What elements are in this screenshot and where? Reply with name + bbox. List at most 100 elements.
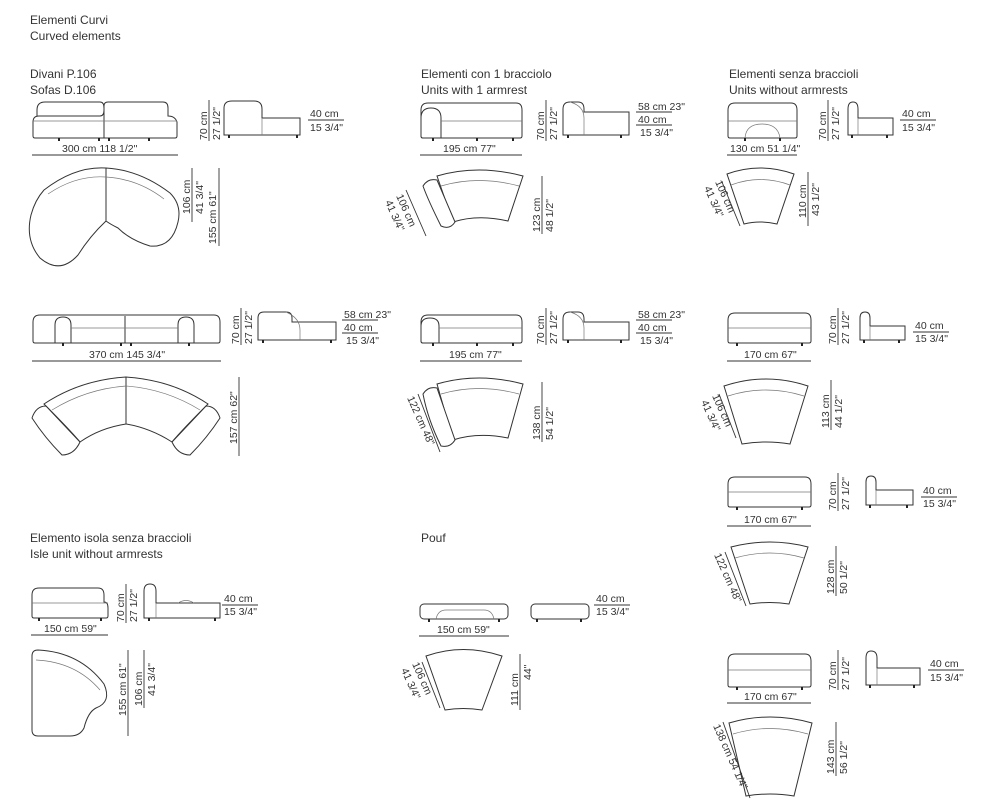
na-130-overall-depth: 110 cm bbox=[797, 184, 809, 218]
isle-seat-depth-in: 15 3/4" bbox=[224, 606, 257, 618]
na-170a-front-view bbox=[727, 312, 812, 346]
no-arm-title-it: Elementi senza braccioli bbox=[729, 67, 858, 81]
arm-195a-seat-depth: 40 cm bbox=[638, 114, 667, 126]
arm-195a-width: 195 cm 77" bbox=[443, 143, 496, 155]
pouf-seat-depth: 40 cm bbox=[596, 593, 625, 605]
sofa-300-seat-depth-in: 15 3/4" bbox=[310, 122, 343, 134]
arm-195b-width: 195 cm 77" bbox=[449, 349, 502, 361]
arm-195a-side-view bbox=[562, 101, 630, 138]
pouf-plan-view bbox=[425, 649, 503, 711]
arm-195b-height: 70 cm bbox=[535, 315, 547, 344]
isle-depth1: 155 cm 61" bbox=[117, 663, 129, 716]
sofa-300-front-view bbox=[32, 101, 178, 141]
arm-195b-side-view bbox=[562, 311, 630, 343]
one-arm-title-it: Elementi con 1 bracciolo bbox=[421, 67, 552, 81]
sheet-title-it: Elementi Curvi bbox=[30, 13, 108, 27]
pouf-title: Pouf bbox=[421, 531, 446, 545]
sofa-300-depth2: 155 cm 61" bbox=[207, 191, 219, 244]
isle-seat-depth: 40 cm bbox=[224, 593, 253, 605]
na-170c-front-view bbox=[727, 653, 812, 690]
sofa-300-height-in: 27 1/2" bbox=[211, 107, 223, 140]
sofa-370-depth: 157 cm 62" bbox=[228, 391, 240, 444]
na-170b-front-view bbox=[727, 476, 812, 510]
arm-195b-height-in: 27 1/2" bbox=[548, 311, 560, 344]
na-170c-overall-depth: 143 cm bbox=[825, 739, 837, 774]
na-130-front-view bbox=[727, 102, 798, 141]
na-170b-seat-depth: 40 cm bbox=[923, 485, 952, 497]
sofa-300-depth1-in: 41 3/4" bbox=[194, 181, 206, 214]
na-170b-side-view bbox=[865, 475, 914, 508]
na-170c-width: 170 cm 67" bbox=[744, 691, 797, 703]
na-170b-height-in: 27 1/2" bbox=[840, 477, 852, 510]
na-170a-side-view bbox=[859, 311, 906, 343]
na-170c-seat-depth: 40 cm bbox=[930, 658, 959, 670]
na-130-seat-depth-in: 15 3/4" bbox=[902, 122, 935, 134]
na-170a-plan-view bbox=[723, 378, 809, 445]
sofa-370-width: 370 cm 145 3/4" bbox=[89, 349, 165, 361]
na-170a-seat-depth: 40 cm bbox=[915, 320, 944, 332]
arm-195b-overall-depth-in: 54 1/2" bbox=[544, 407, 556, 440]
sofa-370-front-view bbox=[32, 314, 221, 346]
na-130-height: 70 cm bbox=[817, 111, 829, 140]
na-170b-overall-depth: 128 cm bbox=[825, 559, 837, 594]
na-170b-seat-depth-in: 15 3/4" bbox=[923, 498, 956, 510]
na-170a-width: 170 cm 67" bbox=[744, 349, 797, 361]
arm-195b-seat-depth-in: 15 3/4" bbox=[640, 335, 673, 347]
no-arm-title-en: Units without armrests bbox=[729, 83, 848, 97]
na-170c-plan-view bbox=[728, 716, 813, 797]
pouf-overall-depth: 111 cm bbox=[509, 673, 521, 706]
arm-195a-height: 70 cm bbox=[535, 111, 547, 140]
isle-title-en: Isle unit without armrests bbox=[30, 547, 163, 561]
na-130-side-view bbox=[847, 101, 894, 138]
na-170c-height-in: 27 1/2" bbox=[840, 657, 852, 690]
arm-195b-front-view bbox=[420, 314, 523, 346]
arm-195a-arm-height: 58 cm 23" bbox=[638, 101, 685, 113]
arm-195b-seat-depth: 40 cm bbox=[638, 322, 667, 334]
na-170c-seat-depth-in: 15 3/4" bbox=[930, 672, 963, 684]
isle-plan-view bbox=[31, 649, 108, 737]
sofa-370-seat-depth-in: 15 3/4" bbox=[346, 335, 379, 347]
na-170b-plan-view bbox=[730, 541, 809, 605]
sofa-370-side-view bbox=[257, 311, 337, 343]
sofa-370-seat-depth: 40 cm bbox=[344, 322, 373, 334]
na-170a-overall-depth: 113 cm bbox=[820, 394, 832, 428]
arm-195a-overall-depth-in: 48 1/2" bbox=[544, 199, 556, 232]
arm-195a-front-view bbox=[420, 102, 523, 141]
sofa-300-side-view bbox=[223, 100, 301, 138]
isle-height: 70 cm bbox=[115, 593, 127, 622]
pouf-seat-depth-in: 15 3/4" bbox=[596, 606, 629, 618]
na-130-overall-depth-in: 43 1/2" bbox=[810, 183, 822, 216]
arm-195a-plan-view bbox=[422, 169, 524, 228]
arm-195b-overall-depth: 138 cm bbox=[531, 405, 543, 440]
na-170c-overall-depth-in: 56 1/2" bbox=[838, 741, 850, 774]
isle-depth2: 106 cm bbox=[133, 671, 145, 706]
sofa-300-depth1: 106 cm bbox=[181, 179, 193, 214]
sofas-title-en: Sofas D.106 bbox=[30, 83, 96, 97]
arm-195b-plan-view bbox=[422, 377, 524, 447]
sofa-300-seat-depth: 40 cm bbox=[310, 108, 339, 120]
sofa-370-height: 70 cm bbox=[230, 315, 242, 344]
na-170b-height: 70 cm bbox=[827, 481, 839, 510]
pouf-width: 150 cm 59" bbox=[437, 624, 490, 636]
sofa-370-height-in: 27 1/2" bbox=[243, 311, 255, 344]
na-130-plan-view bbox=[726, 167, 795, 225]
na-170a-seat-depth-in: 15 3/4" bbox=[915, 333, 948, 345]
arm-195a-overall-depth: 123 cm bbox=[531, 197, 543, 232]
na-170b-width: 170 cm 67" bbox=[744, 514, 797, 526]
pouf-overall-depth-in: 44" bbox=[522, 664, 534, 680]
sofas-title-it: Divani P.106 bbox=[30, 67, 97, 81]
isle-side-view bbox=[143, 583, 221, 621]
sofa-370-plan-view bbox=[31, 376, 221, 456]
na-170a-overall-depth-in: 44 1/2" bbox=[833, 395, 845, 428]
isle-width: 150 cm 59" bbox=[44, 623, 97, 635]
one-arm-title-en: Units with 1 armrest bbox=[421, 83, 528, 97]
sofa-300-width: 300 cm 118 1/2" bbox=[62, 143, 138, 155]
isle-front-view bbox=[31, 587, 109, 621]
na-170a-height-in: 27 1/2" bbox=[840, 311, 852, 344]
sofa-300-height: 70 cm bbox=[198, 111, 210, 140]
sofa-300-plan-view bbox=[28, 167, 180, 267]
sheet-title-en: Curved elements bbox=[30, 29, 121, 43]
pouf-side-view bbox=[530, 603, 590, 622]
na-170b-overall-depth-in: 50 1/2" bbox=[838, 561, 850, 594]
